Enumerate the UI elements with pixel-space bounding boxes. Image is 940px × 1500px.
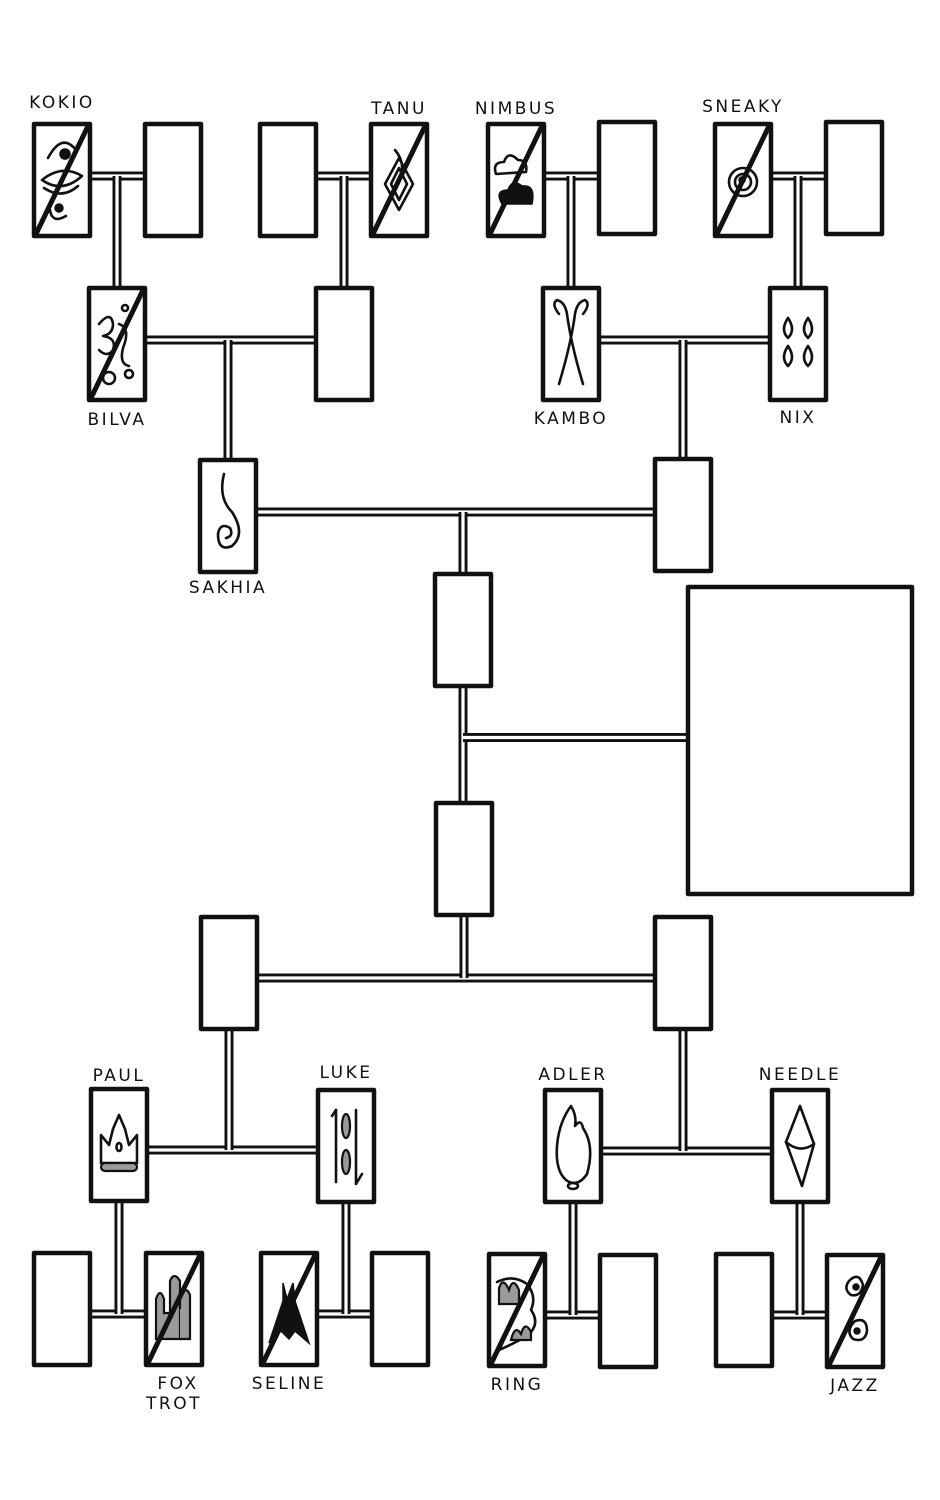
- percent-icon: [845, 1275, 869, 1342]
- person-box[interactable]: [432, 571, 494, 689]
- person-box[interactable]: [142, 121, 204, 239]
- labels: KOKIO TANU NIMBUS SNEAKY BILVA KAMBO NIX SAKHIA…: [29, 93, 880, 1414]
- person-node-kokio[interactable]: [31, 121, 93, 239]
- person-node-nimbus[interactable]: [485, 121, 547, 239]
- person-node-sakhia[interactable]: [197, 457, 259, 575]
- person-node-needle[interactable]: [769, 1087, 831, 1205]
- person-node-luke[interactable]: [315, 1087, 377, 1205]
- person-box[interactable]: [767, 285, 829, 403]
- person-box[interactable]: [685, 584, 915, 897]
- person-box[interactable]: [433, 800, 495, 918]
- deceased-slash-icon: [370, 123, 428, 237]
- deceased-slash-icon: [260, 1252, 318, 1366]
- person-node-ring[interactable]: [486, 1251, 548, 1369]
- person-box[interactable]: [197, 457, 259, 575]
- person-name-label: NEEDLE: [759, 1065, 842, 1085]
- person-node-nix[interactable]: [767, 285, 829, 403]
- person-node-sneaky[interactable]: [712, 121, 774, 239]
- deceased-slash-icon: [826, 1254, 884, 1368]
- person-box[interactable]: [198, 914, 260, 1032]
- person-box[interactable]: [88, 1086, 150, 1204]
- person-box[interactable]: [823, 119, 885, 237]
- person-name-label: SNEAKY: [702, 97, 784, 117]
- ram-horns-icon: [553, 298, 589, 386]
- deceased-slash-icon: [714, 123, 772, 237]
- person-name-label: KOKIO: [29, 93, 95, 113]
- person-name-label: NIMBUS: [475, 99, 557, 119]
- person-box[interactable]: [315, 1087, 377, 1205]
- person-name-label: SELINE: [252, 1374, 326, 1394]
- person-box[interactable]: [542, 1087, 604, 1205]
- person-name-label: KAMBO: [534, 409, 608, 429]
- person-box[interactable]: [313, 285, 375, 403]
- nodes: [31, 119, 915, 1370]
- person-node-g1h[interactable]: [823, 119, 885, 237]
- deceased-slash-icon: [33, 123, 91, 237]
- person-node-paul[interactable]: [88, 1086, 150, 1204]
- person-name-label: TANU: [370, 99, 427, 119]
- person-node-g2b[interactable]: [313, 285, 375, 403]
- flame-icon: [555, 1104, 592, 1191]
- arrows-drops-icon: [330, 1108, 364, 1186]
- person-name-label: TROT: [145, 1394, 202, 1414]
- person-node-c6a[interactable]: [198, 914, 260, 1032]
- needle-diamond-icon: [784, 1104, 816, 1188]
- person-box[interactable]: [369, 1250, 431, 1368]
- person-box[interactable]: [540, 285, 602, 403]
- person-node-c6b[interactable]: [652, 914, 714, 1032]
- deceased-slash-icon: [487, 123, 545, 237]
- deceased-slash-icon: [145, 1252, 203, 1366]
- person-node-g1c[interactable]: [257, 121, 319, 239]
- person-name-label: SAKHIA: [189, 578, 267, 598]
- person-node-bilva[interactable]: [86, 285, 148, 403]
- person-box[interactable]: [31, 1250, 93, 1368]
- person-node-kambo[interactable]: [540, 285, 602, 403]
- person-node-tanu[interactable]: [368, 121, 430, 239]
- person-node-g3b[interactable]: [652, 456, 714, 574]
- person-box[interactable]: [652, 456, 714, 574]
- person-node-spouse[interactable]: [685, 584, 915, 897]
- person-name-label: PAUL: [93, 1066, 146, 1086]
- s-curl-icon: [216, 472, 241, 549]
- deceased-slash-icon: [88, 287, 146, 401]
- person-node-g8g[interactable]: [713, 1251, 775, 1369]
- person-box[interactable]: [257, 121, 319, 239]
- person-node-adler[interactable]: [542, 1087, 604, 1205]
- deceased-slash-icon: [488, 1253, 546, 1367]
- person-box[interactable]: [652, 914, 714, 1032]
- person-box[interactable]: [597, 1252, 659, 1370]
- person-node-jazz[interactable]: [824, 1252, 886, 1370]
- person-name-label: LUKE: [320, 1063, 373, 1083]
- eye-swirl-icon: [40, 141, 84, 221]
- four-leaves-icon: [782, 316, 814, 368]
- person-node-g1b[interactable]: [142, 121, 204, 239]
- person-node-g8d[interactable]: [369, 1250, 431, 1368]
- person-name-label: ADLER: [538, 1065, 607, 1085]
- person-name-label: RING: [491, 1375, 544, 1395]
- person-node-g1f[interactable]: [596, 119, 658, 237]
- person-node-g8f[interactable]: [597, 1252, 659, 1370]
- person-name-label: JAZZ: [829, 1376, 880, 1396]
- person-node-center2[interactable]: [433, 800, 495, 918]
- person-node-g8a[interactable]: [31, 1250, 93, 1368]
- teeth-icon: [495, 1277, 537, 1352]
- person-box[interactable]: [713, 1251, 775, 1369]
- person-node-foxtrot[interactable]: [143, 1250, 205, 1368]
- person-name-label: BILVA: [88, 410, 147, 430]
- person-node-seline[interactable]: [258, 1250, 320, 1368]
- person-name-label: FOX: [157, 1374, 198, 1394]
- connectors: [90, 171, 827, 1320]
- person-node-center1[interactable]: [432, 571, 494, 689]
- person-box[interactable]: [596, 119, 658, 237]
- crown-icon: [99, 1113, 139, 1173]
- person-name-label: NIX: [780, 408, 817, 428]
